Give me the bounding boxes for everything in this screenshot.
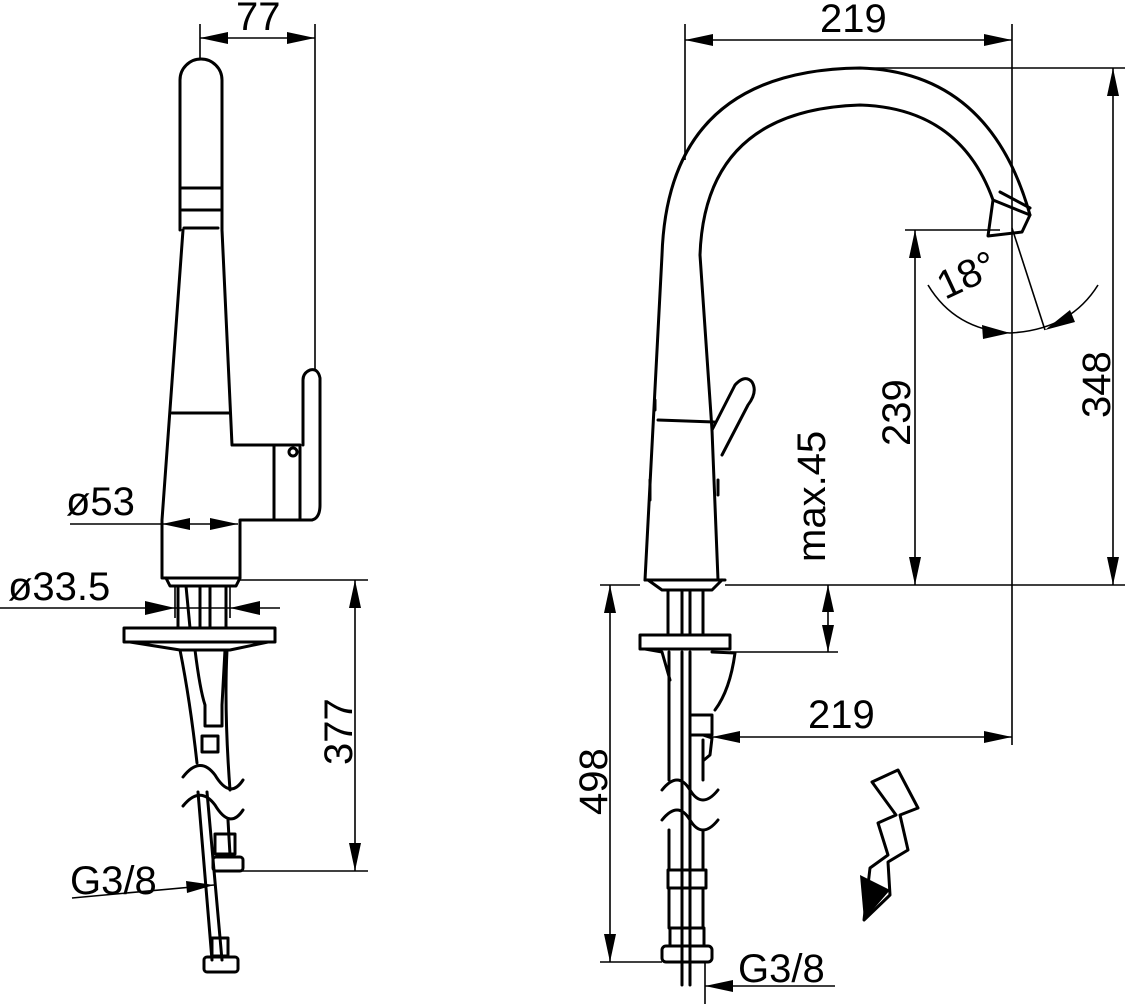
outlet-height-label: 239 xyxy=(875,379,919,446)
dimension-498: 498 xyxy=(572,584,662,963)
reach-from-hole-label: 219 xyxy=(808,693,875,737)
side-thread-label: G3/8 xyxy=(70,859,157,903)
dimension-diameter-53: ø53 xyxy=(66,480,238,530)
dimension-348: 348 xyxy=(725,67,1125,586)
dimension-239: 239 xyxy=(875,229,1000,585)
swivel-angle-label: 18° xyxy=(930,243,1003,308)
dimension-g3-8-front: G3/8 xyxy=(704,947,835,1004)
dimension-g3-8-side: G3/8 xyxy=(70,859,215,903)
total-height-label: 348 xyxy=(1075,351,1119,418)
side-view-faucet xyxy=(122,57,322,974)
front-thread-label: G3/8 xyxy=(738,947,825,991)
front-view-faucet xyxy=(638,66,1032,987)
spout-reach-label: 219 xyxy=(820,0,887,41)
dimension-219-top: 219 xyxy=(684,0,1013,745)
dimension-18-degrees: 18° xyxy=(927,227,1099,339)
dimension-219-lower: 219 xyxy=(712,693,1012,743)
hose-length-label: 377 xyxy=(317,698,361,765)
shank-diameter-label: ø33.5 xyxy=(8,565,110,609)
lightning-bolt-icon xyxy=(860,768,920,922)
dimension-77: 77 xyxy=(199,0,316,370)
dimension-diameter-33-5: ø33.5 xyxy=(0,565,280,618)
width-top-label: 77 xyxy=(236,0,281,39)
dimension-377: 377 xyxy=(240,579,368,872)
body-diameter-label: ø53 xyxy=(66,480,135,524)
max-counter-thickness-label: max.45 xyxy=(790,431,834,562)
total-hose-length-label: 498 xyxy=(572,748,616,815)
dimension-max-45: max.45 xyxy=(730,431,838,653)
